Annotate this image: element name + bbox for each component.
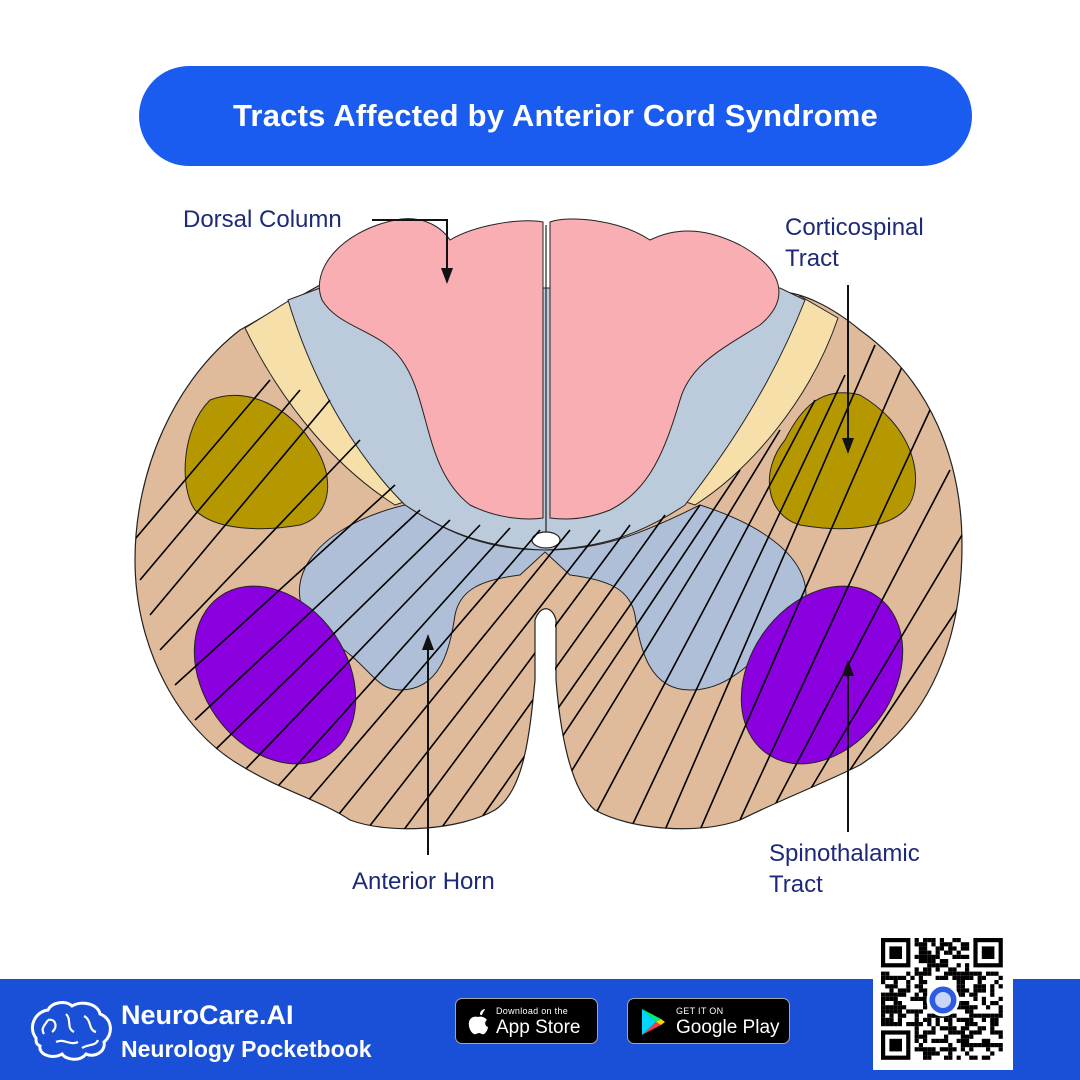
page-title: Tracts Affected by Anterior Cord Syndrom…: [233, 98, 878, 133]
qr-code[interactable]: [873, 930, 1013, 1070]
label-corticospinal-tract: Corticospinal Tract: [785, 214, 924, 272]
corticospinal-tract-right: [769, 392, 916, 530]
label-dorsal-column: Dorsal Column: [183, 206, 342, 233]
label-spinothalamic-tract: Spinothalamic Tract: [769, 840, 920, 898]
app-store-small-text: Download on the: [496, 1006, 569, 1016]
dorsal-column-right: [549, 218, 780, 520]
google-play-big-text: Google Play: [676, 1017, 780, 1038]
brand-subtitle: Neurology Pocketbook: [121, 1036, 372, 1062]
dorsal-column-left: [318, 218, 544, 520]
arrowhead-icon: [842, 438, 854, 454]
google-play-small-text: GET IT ON: [676, 1006, 724, 1016]
label-arrows: [372, 219, 849, 855]
app-store-big-text: App Store: [496, 1017, 581, 1038]
arrowhead-icon: [441, 268, 453, 284]
apple-icon: [468, 1009, 488, 1035]
arrowhead-icon: [842, 660, 854, 676]
app-store-button[interactable]: Download on the App Store: [455, 998, 598, 1044]
label-anterior-horn: Anterior Horn: [352, 868, 495, 895]
brand-name: NeuroCare.AI: [121, 1000, 294, 1030]
title-banner: Tracts Affected by Anterior Cord Syndrom…: [139, 66, 972, 166]
affected-region-hatching: [135, 344, 962, 829]
spinothalamic-tract-right: [740, 585, 904, 765]
google-play-button[interactable]: GET IT ON Google Play: [627, 998, 790, 1044]
qr-code-pattern: [881, 938, 1003, 1060]
dorsal-column-arrow: [372, 219, 448, 272]
brain-logo-icon: [31, 1001, 112, 1061]
spinal-cord-diagram: [134, 218, 963, 855]
google-play-icon: [642, 1009, 665, 1035]
arrowhead-icon: [422, 634, 434, 650]
